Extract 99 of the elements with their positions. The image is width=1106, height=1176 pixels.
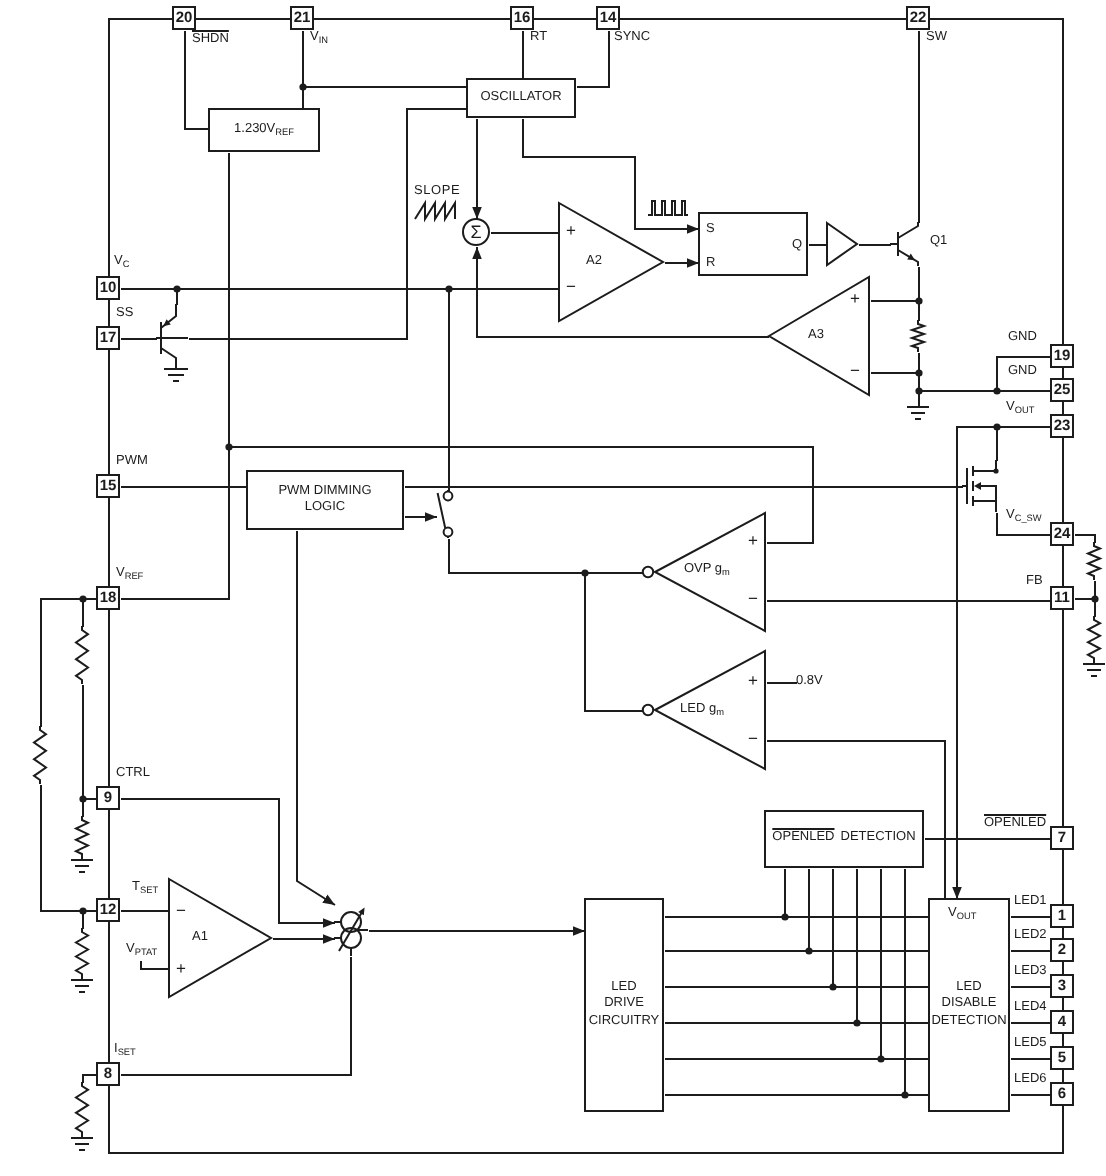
function-block [466,78,576,118]
amplifier-symbol [642,650,766,770]
arrow [472,246,770,338]
function-block [584,898,664,1112]
pin-box [1050,826,1074,850]
arrow [404,512,438,522]
pin-box [1050,904,1074,928]
buffer-symbol [826,222,858,266]
mosfet-symbol [962,460,1000,512]
wire [664,868,810,952]
wire [766,600,1052,602]
input-sign: + [850,290,860,306]
wire [1010,1094,1052,1096]
input-sign: − [850,362,860,378]
pin-box [1050,1046,1074,1070]
input-sign: + [566,222,576,238]
wire [120,338,158,340]
resistor-symbol [1086,542,1102,580]
function-block [246,470,404,530]
transistor-symbol [156,304,188,384]
function-block [208,108,320,152]
arrow [368,926,586,936]
wire [1074,534,1096,544]
input-sign: + [748,672,758,688]
pin-box [1050,938,1074,962]
wire [918,30,920,224]
input-sign: − [748,590,758,606]
wire [766,682,798,684]
pin-box [96,786,120,810]
amplifier-symbol [168,878,272,998]
wire [1010,916,1052,918]
current-source-symbol [334,904,368,956]
wire [664,868,858,1024]
input-sign: − [748,730,758,746]
flip-flop-block [698,212,808,276]
input-sign: + [176,960,186,976]
pin-box [1050,1010,1074,1034]
resistor-symbol [910,320,926,352]
wire [490,232,560,234]
wire [40,598,98,728]
function-block [928,898,1010,1112]
wire [808,244,828,246]
pin-box [1050,974,1074,998]
wire [448,538,644,712]
wire [1010,950,1052,952]
wire [184,30,210,130]
wire [82,910,98,930]
wire [870,266,920,302]
input-sign: − [176,902,186,918]
wire [924,838,1052,840]
amplifier-symbol [642,512,766,632]
arrow [272,934,336,944]
summing-junction [462,218,490,246]
wire [996,426,1052,462]
sigma-sign: Σ [470,223,482,241]
wire [664,868,834,988]
function-block [764,810,924,868]
wire [120,910,170,912]
resistor-symbol [32,726,48,784]
wire [120,486,248,488]
arrow [296,530,336,906]
input-sign: + [748,532,758,548]
wire [858,244,892,246]
wire [1074,598,1096,618]
grounded-resistor-symbol [1082,616,1106,680]
wire [120,956,352,1076]
wire [1010,1022,1052,1024]
wire [302,30,468,88]
wire [1010,986,1052,988]
wire [404,486,964,488]
arrow [522,118,700,234]
wire [664,868,906,1096]
wire [996,356,1052,392]
amplifier-symbol [558,202,664,322]
arrow [120,798,336,928]
input-sign: − [566,278,576,294]
wire [576,30,610,88]
wire [664,868,786,918]
wire [82,1074,98,1084]
wire [120,288,450,492]
arrow [664,258,700,268]
wire [1010,1058,1052,1060]
transistor-symbol [890,222,922,266]
wire [664,868,882,1060]
arrow [472,118,482,220]
amplifier-symbol [768,276,870,396]
pin-box [1050,1082,1074,1106]
wire [140,960,170,970]
wire [82,798,98,818]
resistor-symbol [74,626,90,684]
grounded-resistor-symbol [70,816,94,876]
wire [996,512,1052,536]
switch-symbol [436,490,458,538]
grounded-resistor-symbol [70,928,94,996]
wire [766,740,946,900]
wire [522,30,524,80]
grounded-resistor-symbol [70,1082,94,1154]
wire [188,108,468,340]
pin-box [96,1062,120,1086]
